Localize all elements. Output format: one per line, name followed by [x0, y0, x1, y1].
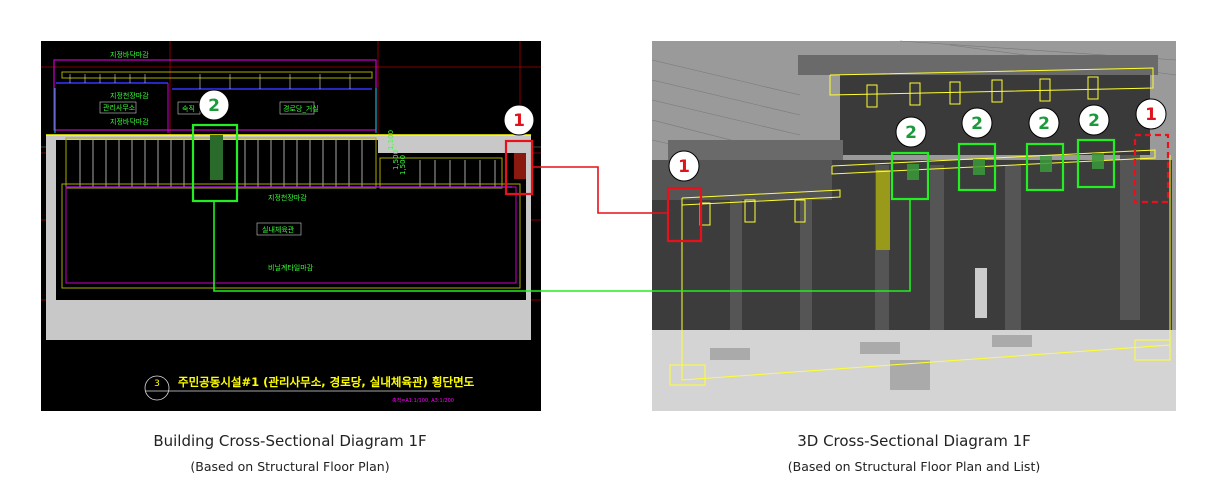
marker-2-right-d: 2 [1078, 104, 1110, 136]
column-1-highlight [514, 153, 526, 179]
label-gym: 실내체육관 [262, 225, 295, 234]
marker-label: 2 [1038, 114, 1050, 134]
marker-1-right-b: 1 [1135, 98, 1167, 130]
label-gym-ceiling: 지정천장마감 [268, 193, 307, 202]
marker-label: 1 [678, 157, 690, 177]
highlight-box-2-right [957, 142, 997, 192]
caption-left-subtitle: (Based on Structural Floor Plan) [190, 459, 389, 474]
marker-label: 2 [905, 123, 917, 143]
drawing-scale: 축척=A1:1/100, A3:1/200 [392, 397, 454, 404]
caption-right-title: 3D Cross-Sectional Diagram 1F [797, 432, 1031, 450]
label-senior-living: 경로당_거실 [283, 104, 319, 113]
dimension: 1,500 [399, 155, 407, 175]
marker-1-right-a: 1 [668, 150, 700, 182]
connector-line-2 [213, 199, 911, 292]
marker-label: 2 [971, 114, 983, 134]
3d-model-render [651, 40, 1177, 411]
marker-label: 1 [1145, 105, 1157, 125]
drawing-title: 주민공동시설#1 (관리사무소, 경로당, 실내체육관) 횡단면도 [178, 375, 475, 389]
cad-drawing: 지정바닥마감 지정천장마감 관리사무소 지정바닥마감 숙직 경로당_거실 지정천… [41, 41, 541, 411]
highlight-box-2-left [191, 123, 239, 203]
drawing-number: 3 [154, 379, 160, 389]
marker-label: 2 [1088, 111, 1100, 131]
caption-left-title: Building Cross-Sectional Diagram 1F [153, 432, 426, 450]
marker-2-left: 2 [198, 89, 230, 121]
column-2-highlight [210, 135, 223, 180]
label-floor-finish-2: 지정바닥마감 [110, 117, 149, 126]
label-night-room: 숙직 [182, 104, 195, 113]
marker-1-left: 1 [503, 104, 535, 136]
marker-label: 2 [208, 96, 220, 116]
label-office: 관리사무소 [103, 103, 136, 112]
label-ceiling-finish: 지정천장마감 [110, 91, 149, 100]
highlight-box-2-right [1076, 138, 1116, 189]
dimension: 1,500 [392, 150, 400, 170]
label-floor-finish: 지정바닥마감 [110, 50, 149, 59]
highlight-box-2-right [1025, 142, 1065, 192]
marker-label: 1 [513, 111, 525, 131]
connector-line-1 [532, 166, 668, 214]
highlight-box-1-right [666, 186, 703, 243]
dimension: 1,100 [387, 130, 395, 150]
marker-2-right-b: 2 [961, 107, 993, 139]
marker-2-right-c: 2 [1028, 107, 1060, 139]
label-gym-floor: 비닐계타일마감 [268, 263, 314, 272]
caption-right-subtitle: (Based on Structural Floor Plan and List… [788, 459, 1040, 474]
marker-2-right-a: 2 [895, 116, 927, 148]
